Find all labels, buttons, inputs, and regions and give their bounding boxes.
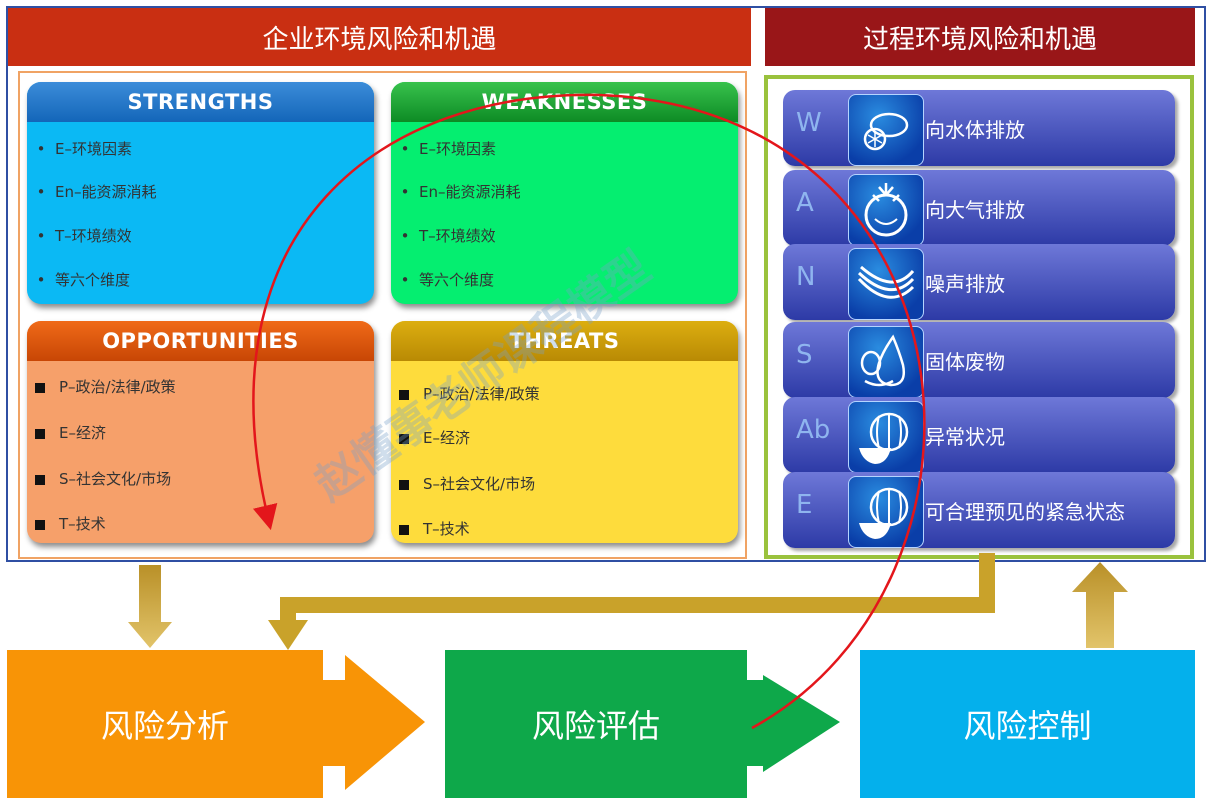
- process-row-emergency: E 可合理预见的紧急状态: [783, 472, 1175, 548]
- list-item: •等六个维度: [36, 271, 131, 289]
- risk-control-label: 风险控制: [963, 707, 1092, 745]
- risk-assessment-arrow: [747, 675, 840, 772]
- banana-icon: [848, 248, 924, 320]
- row-label: 异常状况: [925, 425, 1005, 449]
- risk-analysis-label: 风险分析: [100, 707, 229, 745]
- risk-control-box: 风险控制: [860, 650, 1195, 798]
- row-letter: E: [796, 490, 813, 520]
- risk-assessment-box: 风险评估: [445, 650, 747, 798]
- return-arrow: [280, 553, 995, 625]
- list-item: S–社会文化/市场: [27, 468, 171, 489]
- loop-curve: [252, 93, 926, 730]
- swot-frame: [18, 71, 747, 559]
- risk-assessment-label: 风险评估: [531, 707, 660, 745]
- row-letter: Ab: [796, 415, 831, 445]
- opportunities-box: OPPORTUNITIES P–政治/法律/政策 E–经济 S–社会文化/市场 …: [27, 321, 374, 543]
- enterprise-risk-header: 企业环境风险和机遇: [8, 8, 751, 66]
- outer-frame: [6, 6, 1206, 562]
- list-item: •T–环境绩效: [36, 227, 132, 245]
- weaknesses-title: WEAKNESSES: [391, 82, 738, 122]
- row-letter: A: [796, 188, 814, 218]
- list-item: •T–环境绩效: [400, 227, 496, 245]
- process-row-noise: N 噪声排放: [783, 244, 1175, 320]
- return-arrow-head: [268, 620, 308, 650]
- down-arrow: [128, 565, 172, 648]
- list-item: T–技术: [27, 513, 106, 534]
- list-item: S–社会文化/市场: [391, 473, 535, 494]
- strengths-title: STRENGTHS: [27, 82, 374, 122]
- list-item: T–技术: [391, 518, 470, 539]
- list-item: •En–能资源消耗: [36, 183, 157, 201]
- process-row-solid-waste: S 固体废物: [783, 322, 1175, 398]
- opportunities-title: OPPORTUNITIES: [27, 321, 374, 361]
- weaknesses-box: WEAKNESSES •E–环境因素 •En–能资源消耗 •T–环境绩效 •等六…: [391, 82, 738, 304]
- row-label: 向水体排放: [925, 118, 1025, 142]
- row-label: 固体废物: [925, 350, 1005, 374]
- list-item: P–政治/法律/政策: [27, 376, 176, 397]
- process-risk-header: 过程环境风险和机遇: [765, 8, 1195, 66]
- tomato-icon: [848, 174, 924, 246]
- risk-analysis-arrow: [323, 655, 425, 790]
- list-item: •En–能资源消耗: [400, 183, 521, 201]
- row-label: 可合理预见的紧急状态: [925, 500, 1125, 524]
- up-arrow: [1072, 562, 1128, 648]
- list-item: P–政治/法律/政策: [391, 383, 540, 404]
- watermelon-icon: [848, 401, 924, 473]
- threats-box: THREATS P–政治/法律/政策 E–经济 S–社会文化/市场 T–技术: [391, 321, 738, 543]
- row-letter: S: [796, 340, 813, 370]
- strengths-box: STRENGTHS •E–环境因素 •En–能资源消耗 •T–环境绩效 •等六个…: [27, 82, 374, 304]
- process-row-abnormal: Ab 异常状况: [783, 397, 1175, 473]
- process-row-water: W 向水体排放: [783, 90, 1175, 166]
- row-letter: N: [796, 262, 816, 292]
- list-item: •等六个维度: [400, 271, 495, 289]
- row-label: 向大气排放: [925, 198, 1025, 222]
- lemon-icon: [848, 94, 924, 166]
- list-item: E–经济: [391, 427, 470, 448]
- row-label: 噪声排放: [925, 272, 1005, 296]
- row-letter: W: [796, 108, 822, 138]
- watermelon-icon: [848, 476, 924, 548]
- list-item: •E–环境因素: [400, 140, 496, 158]
- list-item: E–经济: [27, 422, 106, 443]
- threats-title: THREATS: [391, 321, 738, 361]
- risk-analysis-box: 风险分析: [7, 650, 323, 798]
- list-item: •E–环境因素: [36, 140, 132, 158]
